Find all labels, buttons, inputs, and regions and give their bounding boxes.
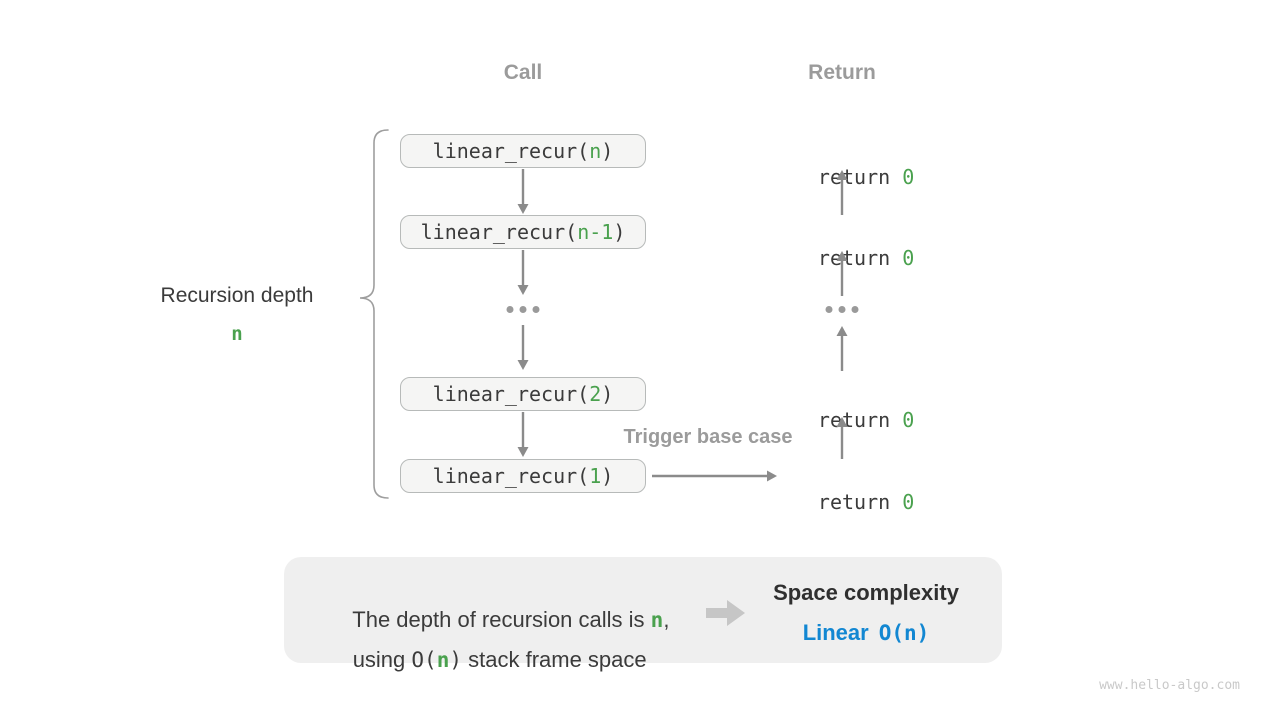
summary-line-2-n: n: [436, 648, 450, 672]
dot-icon: [851, 306, 859, 313]
call-box-2-text: linear_recur(: [432, 382, 590, 406]
return-keyword: return: [817, 408, 903, 432]
call-arrow-down-icon: [517, 250, 529, 295]
call-arrow-down-icon: [517, 325, 529, 370]
call-ellipsis: [506, 306, 540, 313]
return-arrow-up-icon: [836, 326, 848, 371]
return-statement: return 0: [770, 381, 915, 459]
dot-icon: [506, 306, 514, 313]
return-arrow-up-icon: [836, 417, 848, 459]
call-box-n-1: linear_recur(n-1): [400, 215, 646, 249]
call-box-n-1-arg: n-1: [577, 220, 614, 244]
call-box-1-text: linear_recur(: [432, 464, 590, 488]
summary-line-2-tail: stack frame space: [462, 647, 647, 672]
recursion-depth-brace: [359, 129, 389, 499]
base-case-arrow-right-icon: [652, 470, 777, 482]
call-box-n-1-text: linear_recur(: [420, 220, 578, 244]
call-box-n: linear_recur(n): [400, 134, 646, 168]
recursion-depth-label: Recursion depth: [160, 284, 314, 307]
recursion-depth-value: n: [231, 323, 243, 345]
summary-line-1-text: The depth of recursion calls is: [352, 607, 651, 632]
call-box-n-text: linear_recur(: [432, 139, 590, 163]
call-arrow-down-icon: [517, 412, 529, 457]
return-value: 0: [902, 165, 915, 189]
call-box-n-1-close: ): [613, 220, 626, 244]
summary-line-2: using O(n) stack frame space: [316, 619, 647, 701]
summary-big-o-close: ): [449, 648, 463, 672]
call-box-2-arg: 2: [589, 382, 602, 406]
summary-big-o-open: O(: [411, 648, 437, 672]
implies-arrow-icon: [706, 600, 745, 626]
dot-icon: [532, 306, 540, 313]
return-ellipsis: [825, 306, 859, 313]
call-box-2-close: ): [601, 382, 614, 406]
return-arrow-up-icon: [836, 170, 848, 215]
call-arrow-down-icon: [517, 169, 529, 214]
watermark: www.hello-algo.com: [1099, 678, 1240, 693]
dot-icon: [519, 306, 527, 313]
call-box-1-close: ): [601, 464, 614, 488]
return-arrow-up-icon: [836, 251, 848, 296]
call-box-2: linear_recur(2): [400, 377, 646, 411]
return-value: 0: [902, 246, 915, 270]
complexity-class-name: Linear: [802, 620, 869, 645]
summary-line-1: The depth of recursion calls is n,: [316, 579, 669, 661]
dot-icon: [825, 306, 833, 313]
summary-panel: The depth of recursion calls is n, using…: [284, 557, 1002, 672]
complexity-big-o-notation: O(n): [878, 621, 930, 645]
return-statement: return 0: [770, 463, 915, 541]
return-value: 0: [902, 490, 915, 514]
summary-line-1-n: n: [650, 608, 664, 632]
dot-icon: [838, 306, 846, 313]
space-complexity-value: Linear O(n): [803, 619, 930, 647]
summary-line-1-comma: ,: [663, 607, 670, 632]
space-complexity-title: Space complexity: [773, 580, 959, 605]
call-column-header: Call: [503, 61, 543, 84]
trigger-base-case-label: Trigger base case: [623, 426, 793, 448]
return-keyword: return: [817, 246, 903, 270]
call-box-1-arg: 1: [589, 464, 602, 488]
return-column-header: Return: [808, 61, 876, 84]
return-keyword: return: [817, 490, 903, 514]
call-box-1: linear_recur(1): [400, 459, 646, 493]
return-keyword: return: [817, 165, 903, 189]
return-value: 0: [902, 408, 915, 432]
return-statement: return 0: [770, 138, 915, 216]
summary-line-2-text: using: [352, 647, 412, 672]
return-statement: return 0: [770, 219, 915, 297]
call-box-n-arg: n: [589, 139, 602, 163]
call-box-n-close: ): [601, 139, 614, 163]
